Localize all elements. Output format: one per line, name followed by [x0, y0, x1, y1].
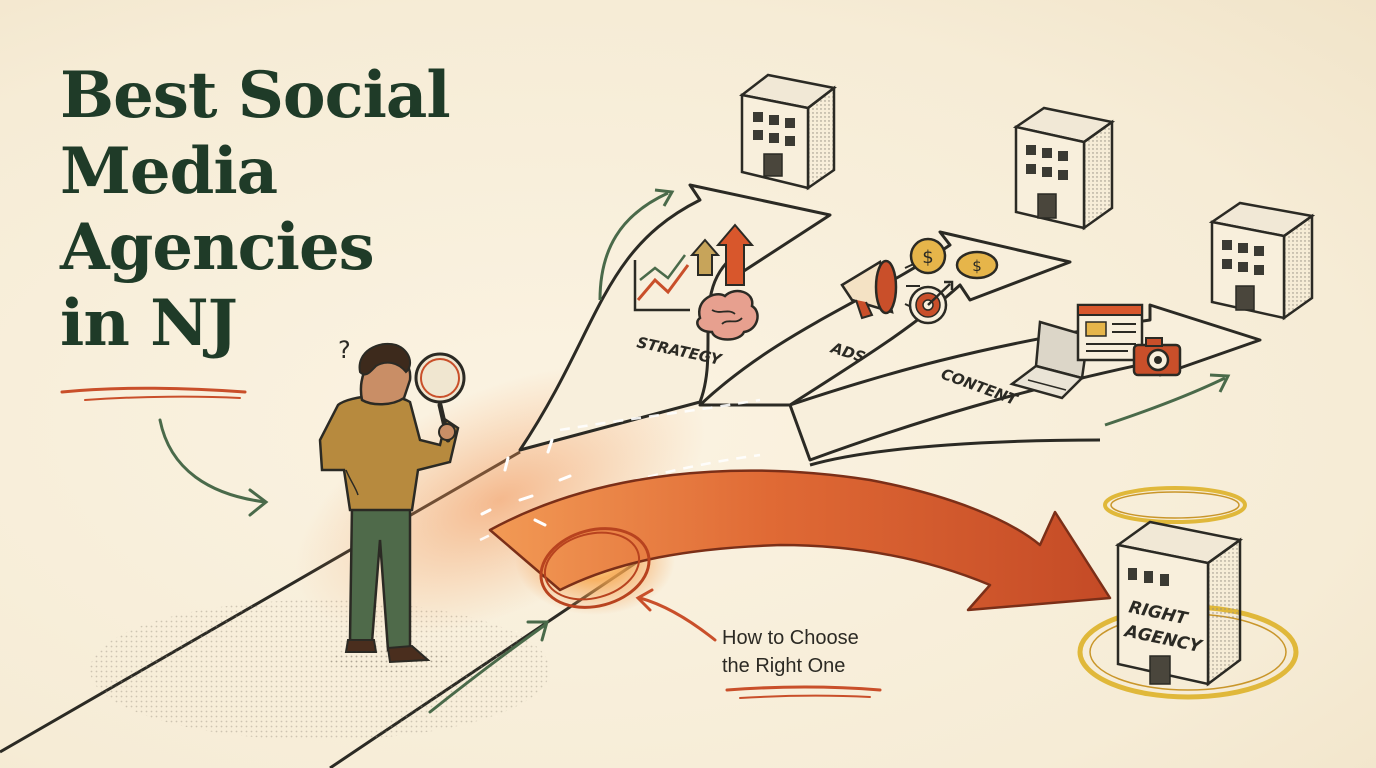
caption-line-1: How to Choose	[722, 627, 859, 649]
caption-arrow	[635, 588, 717, 642]
right-path-arrow	[488, 438, 1112, 612]
pointer-arrows	[158, 418, 549, 714]
sparkles	[480, 438, 572, 527]
coin-icons: $ $	[909, 237, 999, 280]
page-title: Best Social Media Agencies in NJ	[60, 58, 520, 362]
building-right-agency: RIGHT AGENCY	[1114, 520, 1244, 687]
decision-ring	[539, 527, 651, 609]
camera-icon	[1132, 337, 1182, 377]
dashed-trails	[479, 398, 761, 542]
brain-icon	[696, 289, 759, 341]
up-arrows-icon	[689, 223, 755, 286]
choose-caption: How to Choose the Right One	[722, 624, 942, 680]
thought-question-mark: ?	[338, 336, 351, 364]
person-with-magnifier: ?	[318, 336, 466, 672]
strategy-path	[518, 183, 832, 452]
growth-chart-icon	[633, 254, 690, 312]
title-line-2: Media	[60, 134, 278, 209]
svg-text:$: $	[922, 247, 933, 268]
svg-text:$: $	[972, 257, 982, 275]
building-content	[1208, 201, 1316, 321]
laptop-icon	[1009, 320, 1090, 400]
title-line-1: Best Social	[60, 58, 451, 133]
webpage-icon	[1076, 303, 1144, 362]
building-ads	[1012, 106, 1116, 231]
halo-top	[1103, 486, 1247, 524]
title-line-3: Agencies	[60, 210, 375, 285]
caption-line-2: the Right One	[722, 655, 846, 677]
building-strategy	[739, 73, 837, 191]
underlines	[60, 386, 882, 699]
target-icon	[908, 280, 954, 325]
title-line-4: in NJ	[60, 286, 238, 361]
